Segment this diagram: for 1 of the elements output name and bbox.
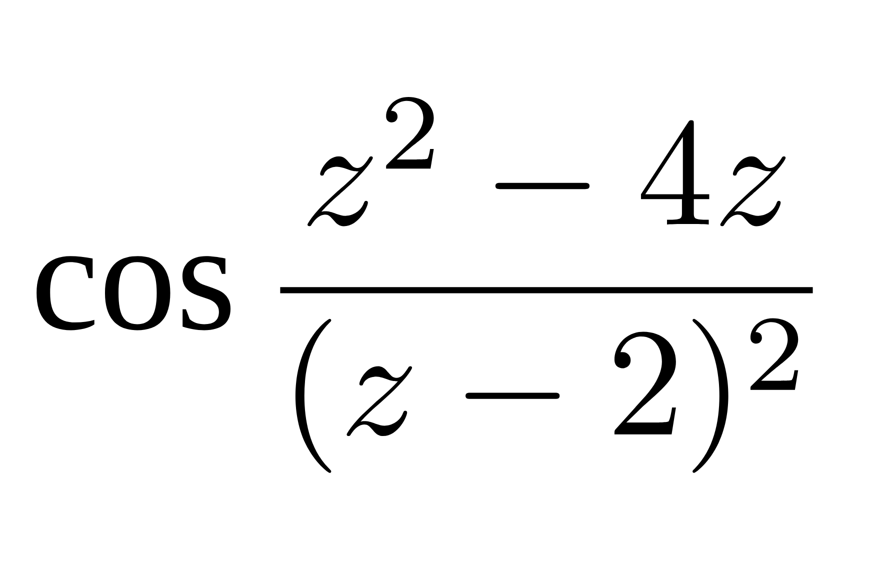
formula: $\cos\frac{z^{2}-4z}{(z-2)^{2}}$ xyxy=(36,97,813,473)
